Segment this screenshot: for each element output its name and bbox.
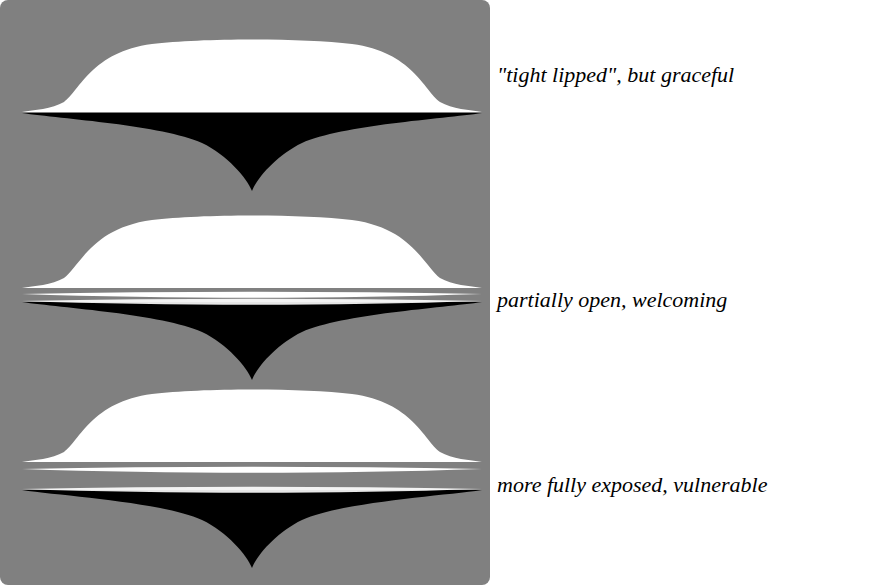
closed-shape <box>22 40 482 192</box>
panel-ground <box>0 0 490 585</box>
state-label: more fully exposed, vulnerable <box>497 472 767 498</box>
state-label: partially open, welcoming <box>497 287 727 313</box>
state-label: "tight lipped", but graceful <box>497 62 734 88</box>
open-shape <box>22 390 482 569</box>
half-open-shape <box>22 216 482 381</box>
